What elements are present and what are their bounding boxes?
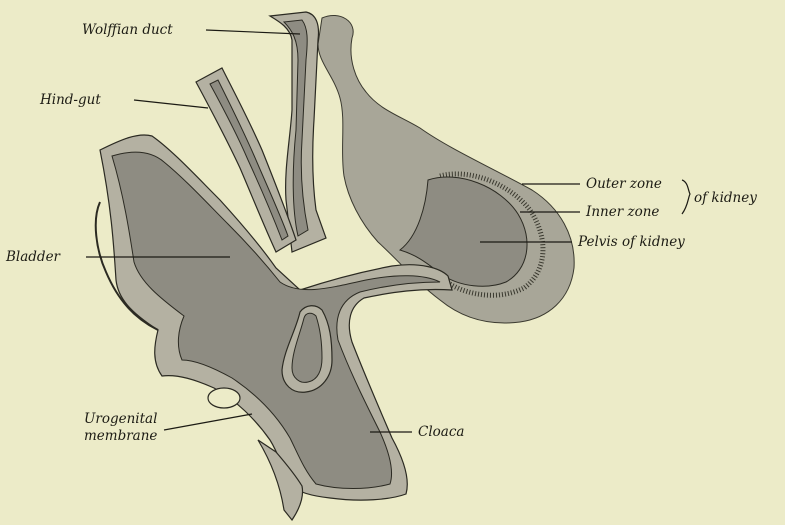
label-outer-zone: Outer zone bbox=[586, 176, 662, 192]
label-pelvis-of-kidney: Pelvis of kidney bbox=[577, 234, 685, 250]
label-wolffian-duct: Wolffian duct bbox=[82, 22, 173, 38]
label-urogenital-membrane-2: membrane bbox=[84, 428, 157, 444]
label-urogenital-membrane-1: Urogenital bbox=[84, 411, 157, 427]
label-cloaca: Cloaca bbox=[418, 424, 464, 440]
urogenital-membrane-opening bbox=[208, 388, 240, 408]
label-inner-zone: Inner zone bbox=[585, 204, 659, 220]
label-hind-gut: Hind-gut bbox=[39, 92, 101, 108]
label-bladder: Bladder bbox=[5, 249, 62, 265]
label-of-kidney: of kidney bbox=[694, 190, 757, 206]
